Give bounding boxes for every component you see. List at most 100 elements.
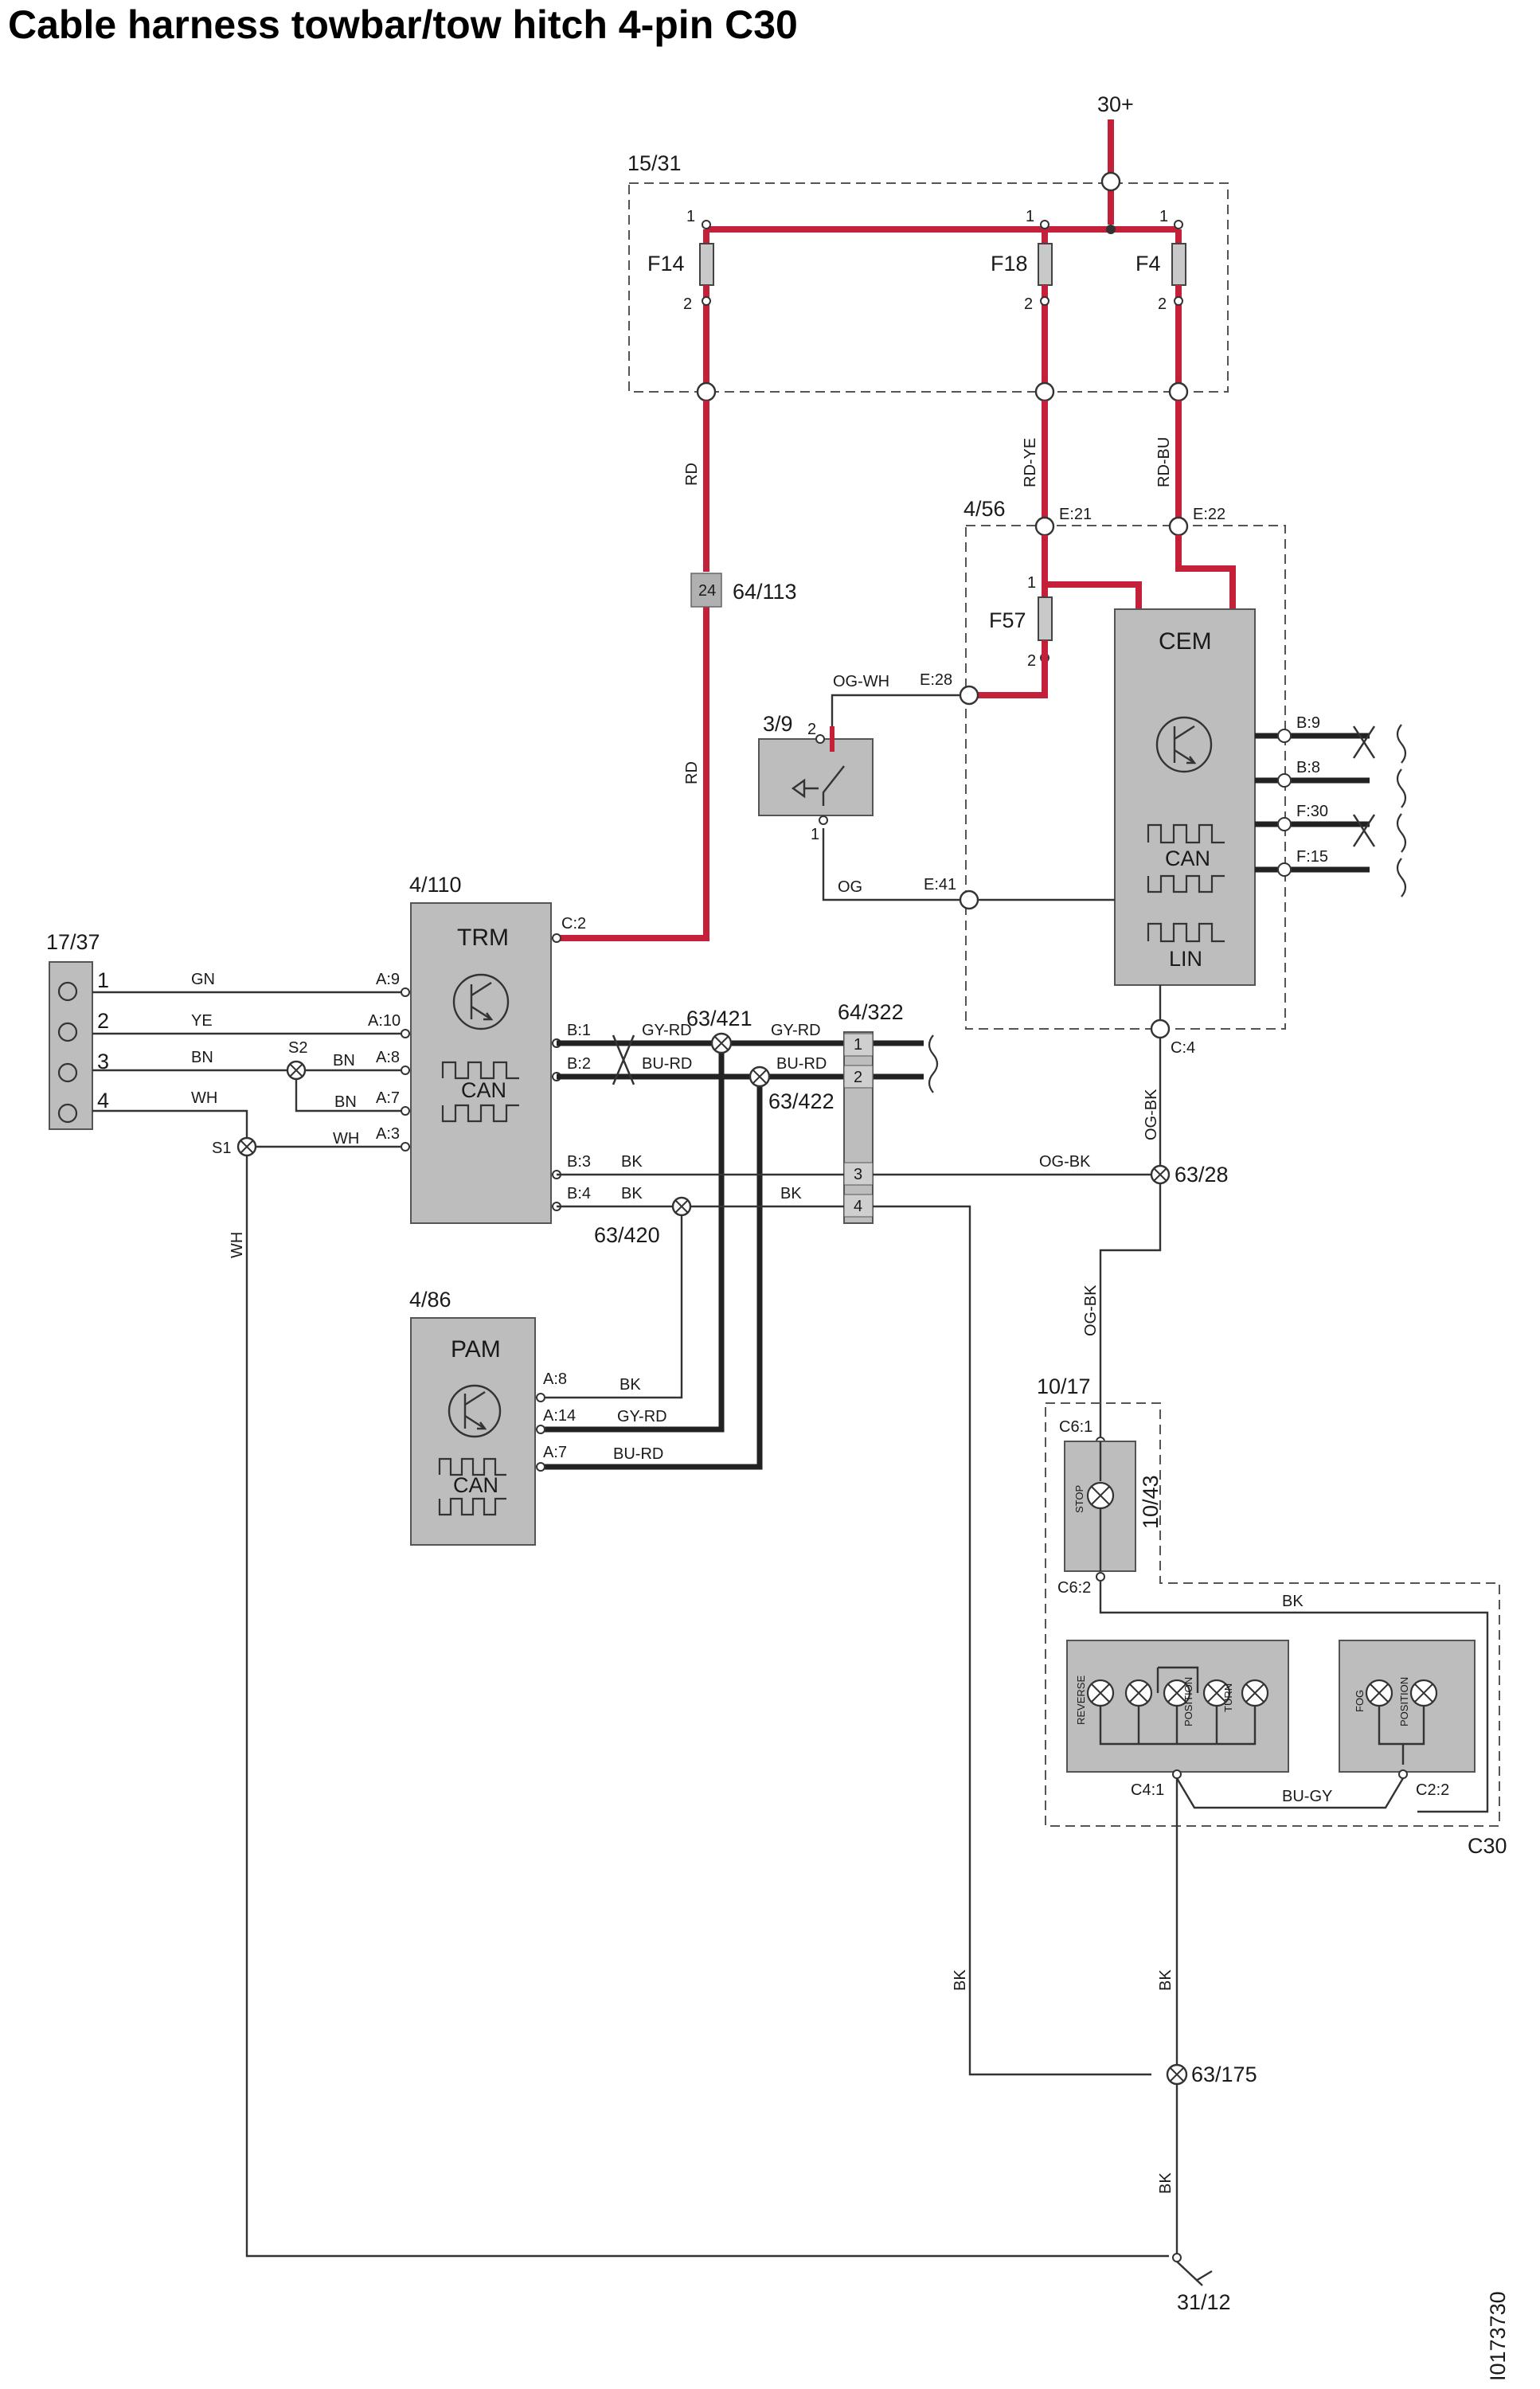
fusebox-ref: 15/31 (627, 151, 682, 175)
svg-text:POSITION: POSITION (1398, 1677, 1410, 1726)
fuse-f18 (1038, 243, 1053, 286)
break-icon (1396, 724, 1407, 897)
svg-text:C:4: C:4 (1171, 1039, 1195, 1057)
svg-text:RD-BU: RD-BU (1155, 437, 1173, 487)
car-model-label: C30 (1468, 1834, 1507, 1858)
svg-text:2: 2 (1158, 295, 1167, 313)
splice-s2: S2 (286, 1039, 307, 1081)
rear-lamp-right (1339, 1640, 1476, 1773)
svg-text:GY-RD: GY-RD (642, 1022, 692, 1039)
svg-text:10/43: 10/43 (1139, 1475, 1163, 1529)
svg-text:A:3: A:3 (376, 1125, 400, 1143)
svg-text:C6:1: C6:1 (1059, 1418, 1092, 1436)
svg-text:TURN: TURN (1222, 1683, 1234, 1712)
svg-text:B:9: B:9 (1296, 714, 1320, 732)
svg-text:GN: GN (191, 971, 215, 988)
svg-text:E:22: E:22 (1193, 506, 1225, 523)
svg-text:63/28: 63/28 (1175, 1163, 1229, 1187)
svg-text:2: 2 (1024, 295, 1033, 313)
splice-63-421: 63/421 (686, 1007, 752, 1054)
page-title: Cable harness towbar/tow hitch 4-pin C30 (8, 2, 798, 47)
svg-text:BK: BK (952, 1969, 969, 1991)
svg-text:YE: YE (191, 1012, 213, 1030)
lamp-group-ref: 10/17 (1037, 1374, 1091, 1398)
cem-name: CEM (1159, 628, 1212, 655)
svg-text:1: 1 (1159, 208, 1168, 225)
transistor-icon (1155, 716, 1213, 773)
svg-text:A:7: A:7 (376, 1089, 400, 1107)
svg-text:1: 1 (811, 826, 819, 843)
svg-text:GY-RD: GY-RD (617, 1408, 667, 1425)
switch-ref: 3/9 (763, 712, 793, 736)
ground-icon (1176, 2261, 1213, 2286)
svg-text:LIN: LIN (1169, 947, 1202, 971)
svg-text:1: 1 (1027, 574, 1036, 592)
cem-module (1114, 608, 1256, 986)
svg-text:2: 2 (854, 1069, 862, 1086)
svg-text:B:1: B:1 (567, 1022, 591, 1039)
svg-text:E:28: E:28 (920, 671, 952, 689)
switch-icon (791, 765, 845, 806)
svg-text:WH: WH (191, 1089, 217, 1107)
svg-text:1: 1 (854, 1036, 862, 1054)
svg-text:4: 4 (854, 1198, 862, 1215)
svg-text:S2: S2 (288, 1039, 307, 1057)
svg-text:RD-YE: RD-YE (1022, 438, 1039, 487)
svg-text:2: 2 (1027, 652, 1036, 670)
svg-text:3: 3 (97, 1050, 109, 1073)
pam-name: PAM (451, 1336, 501, 1363)
switch-3-9: 3/9 2 1 (758, 712, 874, 843)
svg-text:A:8: A:8 (376, 1049, 400, 1066)
svg-text:CAN: CAN (461, 1078, 506, 1102)
svg-text:A:10: A:10 (368, 1012, 401, 1030)
pam-ref: 4/86 (409, 1288, 451, 1312)
svg-text:B:8: B:8 (1296, 759, 1320, 776)
fuse-f57 (1038, 596, 1053, 641)
svg-text:63/422: 63/422 (768, 1089, 834, 1113)
trm-module-4-110: 4/110 TRM CAN C:2 A:9 A:10 A:8 A:7 A:3 B… (368, 873, 591, 1224)
fuse-f57-label: F57 (989, 608, 1026, 632)
svg-text:POSITION: POSITION (1182, 1677, 1194, 1726)
svg-text:BK: BK (1157, 1969, 1175, 1991)
svg-text:63/175: 63/175 (1191, 2063, 1257, 2086)
svg-text:A:9: A:9 (376, 971, 400, 988)
svg-text:BU-GY: BU-GY (1282, 1788, 1332, 1805)
svg-text:C2:2: C2:2 (1416, 1781, 1449, 1799)
can-waveform-icon (1147, 823, 1225, 844)
svg-text:4: 4 (97, 1089, 109, 1112)
connector-64-113-label: 64/113 (733, 580, 797, 604)
svg-text:C6:2: C6:2 (1057, 1579, 1091, 1597)
svg-text:OG-BK: OG-BK (1039, 1153, 1091, 1171)
connector-64-322-label: 64/322 (838, 1000, 904, 1024)
svg-text:63/420: 63/420 (594, 1223, 660, 1247)
pam-module-4-86: 4/86 PAM CAN A:8 A:14 A:7 (409, 1288, 576, 1546)
svg-text:A:14: A:14 (543, 1407, 576, 1425)
splice-63-422: 63/422 (749, 1065, 834, 1113)
svg-text:2: 2 (97, 1009, 109, 1033)
svg-text:REVERSE: REVERSE (1075, 1675, 1087, 1725)
cem-group-ref: 4/56 (963, 497, 1006, 521)
svg-text:2: 2 (807, 721, 816, 738)
svg-text:1: 1 (686, 208, 695, 225)
svg-text:BU-RD: BU-RD (776, 1055, 827, 1073)
svg-text:A:7: A:7 (543, 1444, 567, 1461)
svg-text:2: 2 (683, 295, 692, 313)
svg-text:BK: BK (1282, 1593, 1304, 1610)
socket-17-37: 17/37 1 2 3 4 (46, 930, 109, 1130)
splice-63-420: 63/420 (594, 1196, 692, 1247)
svg-text:BK: BK (780, 1185, 802, 1202)
svg-text:B:3: B:3 (567, 1153, 591, 1171)
svg-text:BN: BN (334, 1093, 357, 1111)
svg-text:BK: BK (621, 1185, 643, 1202)
svg-text:S1: S1 (212, 1140, 231, 1157)
svg-text:A:8: A:8 (543, 1370, 567, 1388)
svg-text:OG: OG (838, 878, 862, 896)
svg-text:F:30: F:30 (1296, 803, 1328, 820)
svg-text:BN: BN (333, 1052, 355, 1069)
svg-text:31/12: 31/12 (1177, 2290, 1231, 2314)
svg-text:1: 1 (97, 968, 109, 992)
svg-text:BK: BK (620, 1376, 641, 1394)
svg-text:B:4: B:4 (567, 1185, 591, 1202)
connector-64-322: 64/322 1 2 3 4 (838, 1000, 904, 1224)
svg-text:BN: BN (191, 1049, 213, 1066)
